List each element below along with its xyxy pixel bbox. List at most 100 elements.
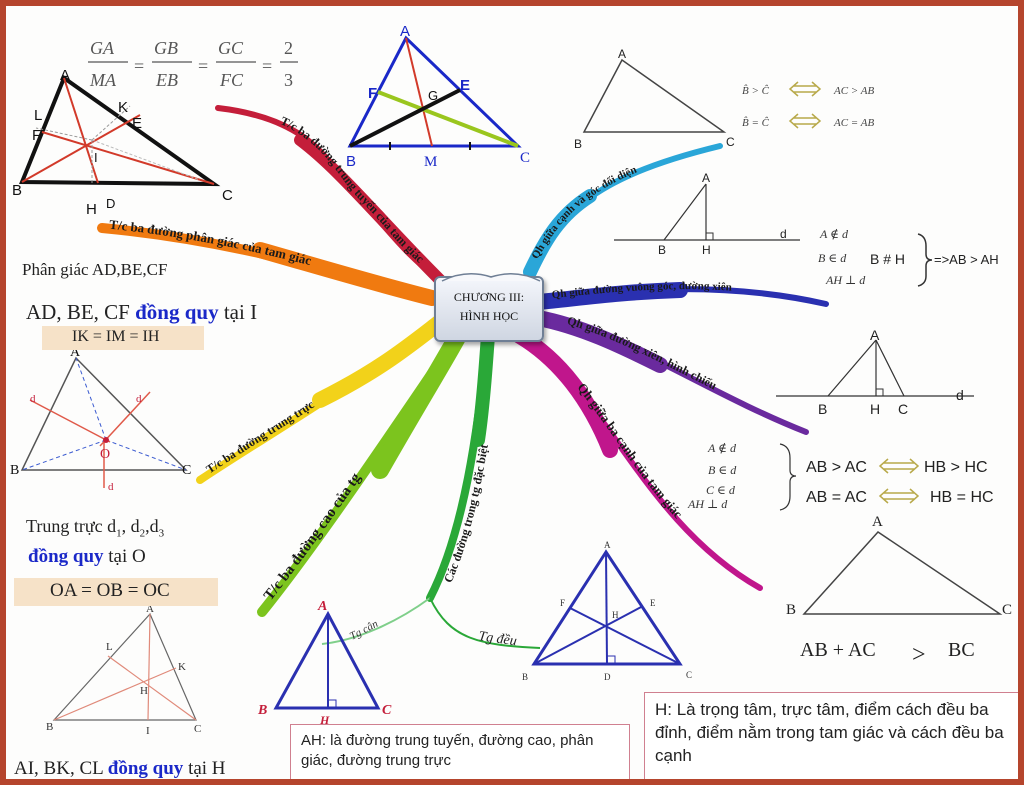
centroid-label-g: G: [428, 88, 438, 103]
perp-line1: Trung trực d1, d2,d3: [26, 516, 164, 540]
angle-side-label-a: A: [618, 47, 626, 61]
proj-cond4: AH ⊥ d: [687, 497, 728, 511]
bisector-label-f: F: [32, 127, 41, 144]
po-brace: [917, 233, 933, 287]
proj-rel1-right: HB > HC: [924, 459, 988, 476]
eq-label-b: B: [522, 672, 528, 682]
alt-label-i: I: [146, 725, 150, 737]
perp-equality-bg: [14, 578, 218, 606]
eq-label-f: F: [560, 598, 565, 608]
perp-oblique-figure: [614, 183, 800, 241]
branch-ribbon-tg-can: [321, 597, 431, 645]
branch-label-xien-chieu: Qh giữa đường xiên, hình chiếu: [566, 313, 720, 392]
projection-figure: [776, 339, 974, 397]
bisector-label-l: L: [34, 107, 42, 124]
perp-label-d3: d: [108, 481, 114, 493]
isosceles-triangle: [273, 610, 381, 710]
equilateral-triangle: [531, 549, 683, 666]
alt-label-c: C: [194, 723, 201, 735]
ratio-gb: GB: [154, 38, 178, 58]
bisector-line2-suffix: tại I: [218, 300, 258, 324]
po-cond1: A ∉ d: [819, 227, 849, 241]
bisector-line1: Phân giác AD,BE,CF: [22, 260, 168, 279]
branch-ribbon-ba-canh-thick: [512, 328, 618, 458]
perp-line2: đồng quy tại O: [28, 546, 146, 568]
angle-side-label-c: C: [726, 135, 735, 149]
perp-label-b: B: [10, 463, 19, 478]
alt-label-h: H: [140, 685, 148, 697]
altitude-line-bold: đồng quy: [107, 758, 184, 779]
ratio-gc: GC: [218, 38, 244, 58]
po-cond3: AH ⊥ d: [825, 273, 866, 287]
ti-right: BC: [948, 639, 975, 661]
note-h: H: Là trọng tâm, trực tâm, điểm cách đều…: [644, 692, 1018, 779]
eq-label-h: H: [612, 610, 619, 620]
po-label-h: H: [702, 243, 711, 257]
centroid-label-b: B: [346, 153, 356, 170]
eq-label-e: E: [650, 598, 656, 608]
angle-side-rel1-right: AC > AB: [833, 85, 874, 97]
branch-ribbon-duong-cao-thick: [371, 323, 469, 479]
branch-label-dac-biet: Các đường trong tg đặc biệt: [441, 443, 491, 584]
ti-label-c: C: [1002, 602, 1012, 618]
branch-label-canh-goc: Qh giữa cạnh và góc đối diện: [529, 164, 638, 262]
perp-line1-mid2: ,d: [145, 516, 159, 536]
perp-sub3: 3: [158, 527, 165, 540]
perp-line2-suffix: tại O: [103, 546, 146, 567]
proj-label-d: d: [956, 387, 964, 403]
angle-side-iff-arrows: [788, 81, 822, 129]
branch-ribbon-trung-truc-thick: [312, 314, 448, 408]
branch-ribbon-dac-biet-thick: [471, 329, 495, 447]
perp-sub1: 1: [116, 527, 122, 540]
perp-equality: OA = OB = OC: [50, 580, 170, 601]
alt-label-l: L: [106, 641, 113, 653]
proj-cond3: C ∈ d: [706, 483, 736, 497]
centroid-label-m: M: [424, 154, 437, 170]
bisector-label-k: K: [118, 99, 128, 116]
proj-label-h: H: [870, 401, 880, 417]
perp-label-d2: d: [136, 393, 142, 405]
angle-side-label-b: B: [574, 137, 582, 151]
po-label-b: B: [658, 243, 666, 257]
bisector-equality: IK = IM = IH: [72, 328, 160, 345]
ratio-3: 3: [284, 70, 293, 90]
ratio-eb: EB: [155, 70, 178, 90]
center-node[interactable]: CHƯƠNG III: HÌNH HỌC: [434, 273, 544, 342]
branch-label-tg-can: Tg cân: [348, 618, 381, 643]
branch-ribbon-trung-tuyen-thick: [294, 134, 446, 286]
center-title-line1: CHƯƠNG III:: [453, 290, 525, 304]
alt-label-a: A: [146, 603, 154, 615]
note-ah: AH: là đường trung tuyến, đường cao, phâ…: [290, 724, 630, 779]
proj-label-c: C: [898, 401, 908, 417]
perp-line2-bold: đồng quy: [28, 546, 104, 567]
ratio-eq-2: =: [198, 56, 208, 76]
po-result: =>AB > AH: [934, 252, 999, 267]
bisector-line2-bold: đồng quy: [135, 300, 219, 324]
iso-label-a: A: [317, 599, 327, 614]
bisector-equality-bg: [42, 326, 204, 350]
bisector-line2: AD, BE, CF đồng quy tại I: [26, 300, 257, 325]
ratio-eq-1: =: [134, 56, 144, 76]
branch-label-ba-canh: Qh giữa ba cạnh của tam giác: [575, 380, 686, 521]
bisector-label-b: B: [12, 182, 22, 199]
eq-label-d: D: [604, 672, 611, 682]
alt-label-k: K: [178, 661, 186, 673]
proj-rel2-left: AB = AC: [806, 489, 867, 506]
perp-label-a: A: [70, 345, 81, 360]
iso-label-h: H: [319, 713, 330, 727]
bisector-triangle: [19, 74, 221, 187]
eq-label-c: C: [686, 670, 692, 680]
ratio-ga: GA: [90, 38, 115, 58]
perp-label-o: O: [100, 447, 110, 462]
ti-label-a: A: [872, 514, 883, 530]
centroid-label-a: A: [400, 23, 410, 40]
po-label-a: A: [702, 171, 710, 185]
proj-cond2: B ∈ d: [708, 463, 737, 477]
angle-side-rel2-left: B̂ = Ĉ: [742, 116, 770, 129]
altitude-line-suffix: tại H: [183, 758, 226, 779]
book-icon: [436, 269, 542, 282]
bisector-label-i: I: [94, 150, 98, 165]
altitude-line: AI, BK, CL đồng quy tại H: [14, 758, 226, 779]
branch-ribbon-phan-giac-thick: [252, 242, 440, 306]
ratio-eq-3: =: [262, 56, 272, 76]
